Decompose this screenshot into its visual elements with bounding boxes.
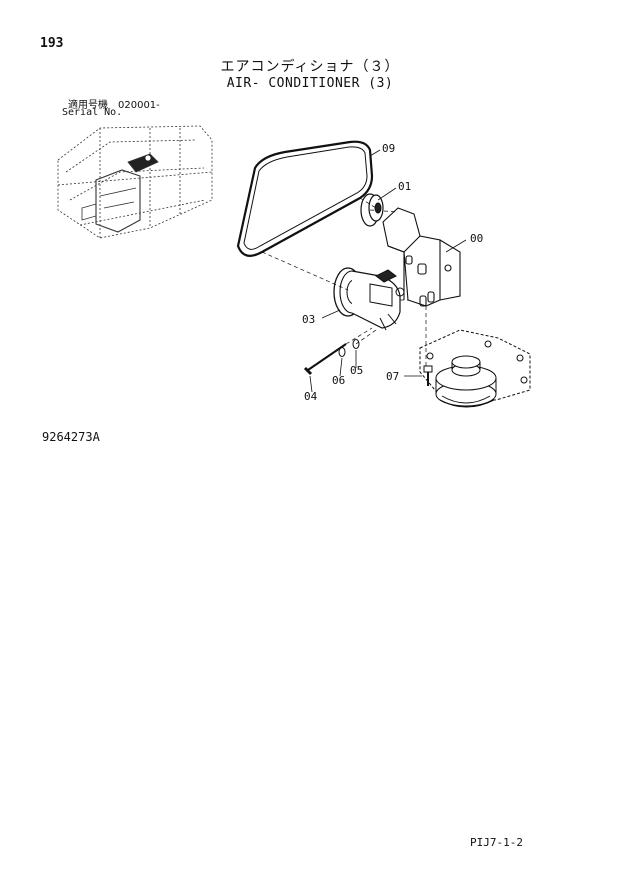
callout-09: 09 [382,142,395,155]
drive-belt [236,140,374,257]
bolt-07 [423,365,433,386]
callout-01: 01 [398,180,411,193]
ac-compressor [333,267,405,331]
leader-lines [309,149,467,393]
page-number: 193 [40,36,64,51]
callout-07: 07 [386,370,399,383]
callout-04: 04 [304,390,318,403]
callout-06: 06 [332,374,345,387]
serial-range-japanese: 適用号機 020001- [68,100,160,111]
serial-number-label: Serial No. [62,107,123,118]
alignment-lines [261,197,427,366]
engine-mount-assembly [419,329,531,408]
mounting-bracket [382,207,461,307]
callout-03: 03 [302,313,315,326]
callout-00: 00 [470,232,483,245]
page-title-japanese: エアコンディショナ（３） [220,59,400,75]
washer-06 [338,347,346,357]
footer-code: PIJ7-1-2 [470,836,523,849]
idler-pulley [360,193,384,227]
callout-05: 05 [350,364,363,377]
figure-number: 9264273A [42,430,100,444]
machine-overview-thumbnail [57,125,213,239]
page-title-english: AIR- CONDITIONER (3) [226,76,394,91]
washer-05 [352,339,360,349]
